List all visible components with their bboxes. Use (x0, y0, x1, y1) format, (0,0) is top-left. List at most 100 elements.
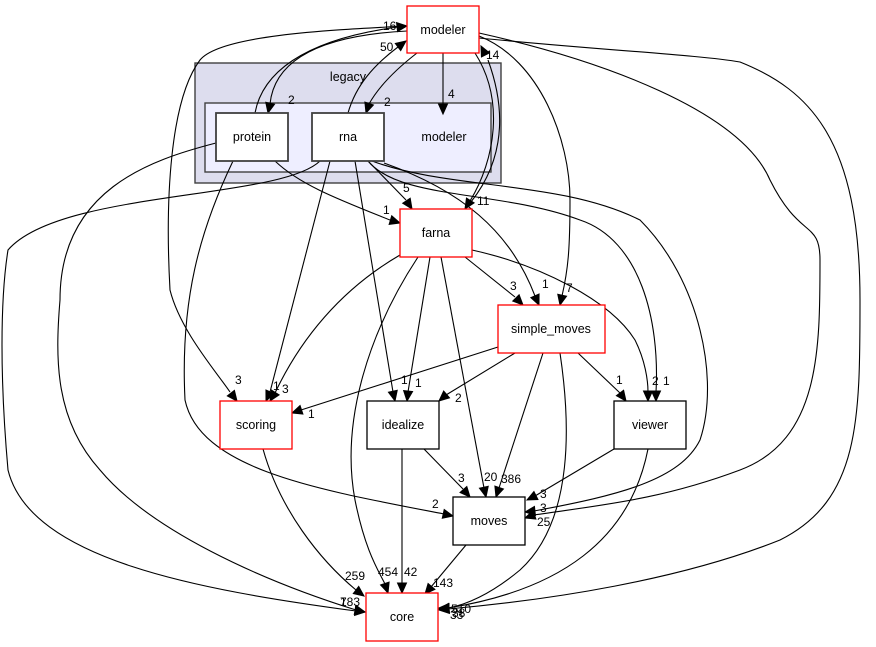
node-rna[interactable]: rna (311, 112, 385, 162)
edge-label: 510 (451, 602, 471, 616)
edge-line (1, 160, 357, 612)
edge-line (300, 346, 499, 411)
edge-scoring-core[interactable]: 259 (262, 448, 365, 597)
arrowhead-icon (396, 582, 408, 595)
arrowhead-icon (290, 404, 304, 415)
edge-rna-idealize[interactable]: 1 (354, 160, 408, 403)
edge-line (274, 254, 401, 394)
arrowhead-icon (437, 103, 449, 116)
edge-label: 454 (378, 565, 398, 579)
edge-moves-core[interactable]: 143 (424, 544, 467, 595)
edge-label: 50 (380, 40, 394, 54)
edge-label: 143 (433, 576, 453, 590)
edge-rna-modeler[interactable]: 50 (347, 40, 407, 114)
arrowhead-icon (269, 389, 281, 403)
edge-line (447, 352, 567, 609)
edge-farna-simple_moves[interactable]: 3 (464, 256, 524, 306)
edge-label: 3 (510, 279, 517, 293)
edge-label: 5 (403, 181, 410, 195)
edge-modeler-protein[interactable]: 2 (265, 30, 408, 115)
node-viewer[interactable]: viewer (613, 400, 687, 450)
arrowhead-icon (364, 101, 375, 115)
edge-label: 16 (383, 19, 397, 33)
edge-modeler-legacy_modeler[interactable]: 4 (437, 53, 456, 116)
arrowhead-icon (387, 389, 398, 403)
edge-label: 14 (486, 48, 500, 62)
node-scoring[interactable]: scoring (219, 400, 293, 450)
edge-label: 7 (340, 595, 347, 609)
arrowhead-icon (388, 214, 402, 226)
edge-modeler-core[interactable]: 38 (437, 37, 861, 620)
edge-label: 11 (477, 194, 490, 208)
edge-protein-farna[interactable]: 1 (274, 160, 402, 226)
edge-label: 20 (484, 470, 498, 484)
edge-protein-modeler[interactable]: 16 (254, 19, 409, 114)
node-idealize[interactable]: idealize (366, 400, 440, 450)
edge-label: 2 (455, 391, 462, 405)
edge-modeler-moves[interactable]: 25 (478, 32, 821, 529)
edge-farna-moves[interactable]: 20 (440, 256, 498, 499)
edge-rna-simple_moves[interactable]: 1 (383, 162, 549, 307)
edge-line (350, 256, 419, 585)
edge-farna-viewer[interactable]: 2 (471, 249, 659, 403)
arrowhead-icon (523, 505, 537, 517)
node-farna[interactable]: farna (399, 208, 473, 258)
edge-label: 2 (432, 497, 439, 511)
edge-label: 33 (450, 608, 464, 622)
node-rna-label: rna (339, 130, 357, 144)
edge-rna-viewer[interactable]: 1 (367, 160, 670, 403)
edge-modeler-rna[interactable]: 2 (364, 52, 418, 115)
edge-line (469, 52, 494, 202)
edge-farna-core[interactable]: 454 (350, 256, 419, 595)
edge-line (269, 30, 408, 105)
edge-modeler-scoring[interactable]: 3 (167, 25, 408, 402)
edge-simple_moves-viewer[interactable]: 1 (577, 352, 627, 402)
edge-line (347, 46, 399, 114)
edge-viewer-moves[interactable]: 3 (525, 448, 615, 501)
edge-simple_moves-idealize[interactable]: 2 (438, 352, 516, 405)
edge-idealize-moves[interactable]: 3 (423, 448, 471, 498)
arrowhead-icon (352, 585, 365, 597)
node-modeler[interactable]: modeler (406, 5, 480, 54)
arrowhead-icon (401, 197, 413, 211)
arrowhead-icon (494, 485, 505, 499)
edge-line (383, 162, 536, 297)
edge-label: 183 (340, 595, 360, 609)
edge-line (269, 160, 331, 393)
edge-label: 3 (540, 501, 547, 515)
node-modeler-box (406, 5, 480, 54)
arrowhead-icon (379, 581, 390, 595)
edge-label: 3 (458, 471, 465, 485)
node-modeler-label: modeler (420, 23, 465, 37)
node-moves[interactable]: moves (452, 496, 526, 546)
edge-line (534, 448, 615, 497)
edge-farna-idealize[interactable]: 1 (402, 256, 431, 403)
edge-rna-core[interactable]: 183 (1, 160, 367, 617)
edge-line (274, 160, 391, 221)
edge-label: 2 (288, 93, 295, 107)
edge-line (430, 544, 467, 588)
edge-simple_moves-scoring[interactable]: 1 (290, 346, 499, 421)
edge-line (445, 352, 516, 396)
edge-farna-modeler[interactable]: 14 (464, 44, 501, 210)
edge-rna-moves[interactable]: 3 (371, 160, 709, 517)
node-protein[interactable]: protein (215, 112, 289, 162)
node-simple-moves-box (497, 304, 606, 354)
arrowhead-icon (353, 605, 367, 617)
edge-modeler-simple_moves[interactable]: 7 (478, 35, 573, 307)
edge-label: 2 (384, 95, 391, 109)
edge-protein-moves[interactable]: 2 (183, 160, 455, 519)
edge-farna-scoring[interactable]: 3 (269, 254, 401, 403)
edge-line (423, 448, 464, 490)
edge-label: 3 (235, 373, 242, 387)
edge-rna-scoring[interactable]: 1 (265, 160, 331, 403)
node-simple-moves[interactable]: simple_moves (497, 304, 606, 354)
edge-idealize-core[interactable]: 42 (396, 449, 418, 595)
edge-line (407, 256, 431, 393)
edge-line (464, 256, 516, 298)
edge-label: 386 (501, 472, 521, 486)
node-core[interactable]: core (365, 592, 439, 642)
arrowhead-icon (557, 293, 568, 307)
arrowhead-icon (511, 293, 524, 306)
edge-simple_moves-moves[interactable]: 386 (494, 352, 544, 499)
